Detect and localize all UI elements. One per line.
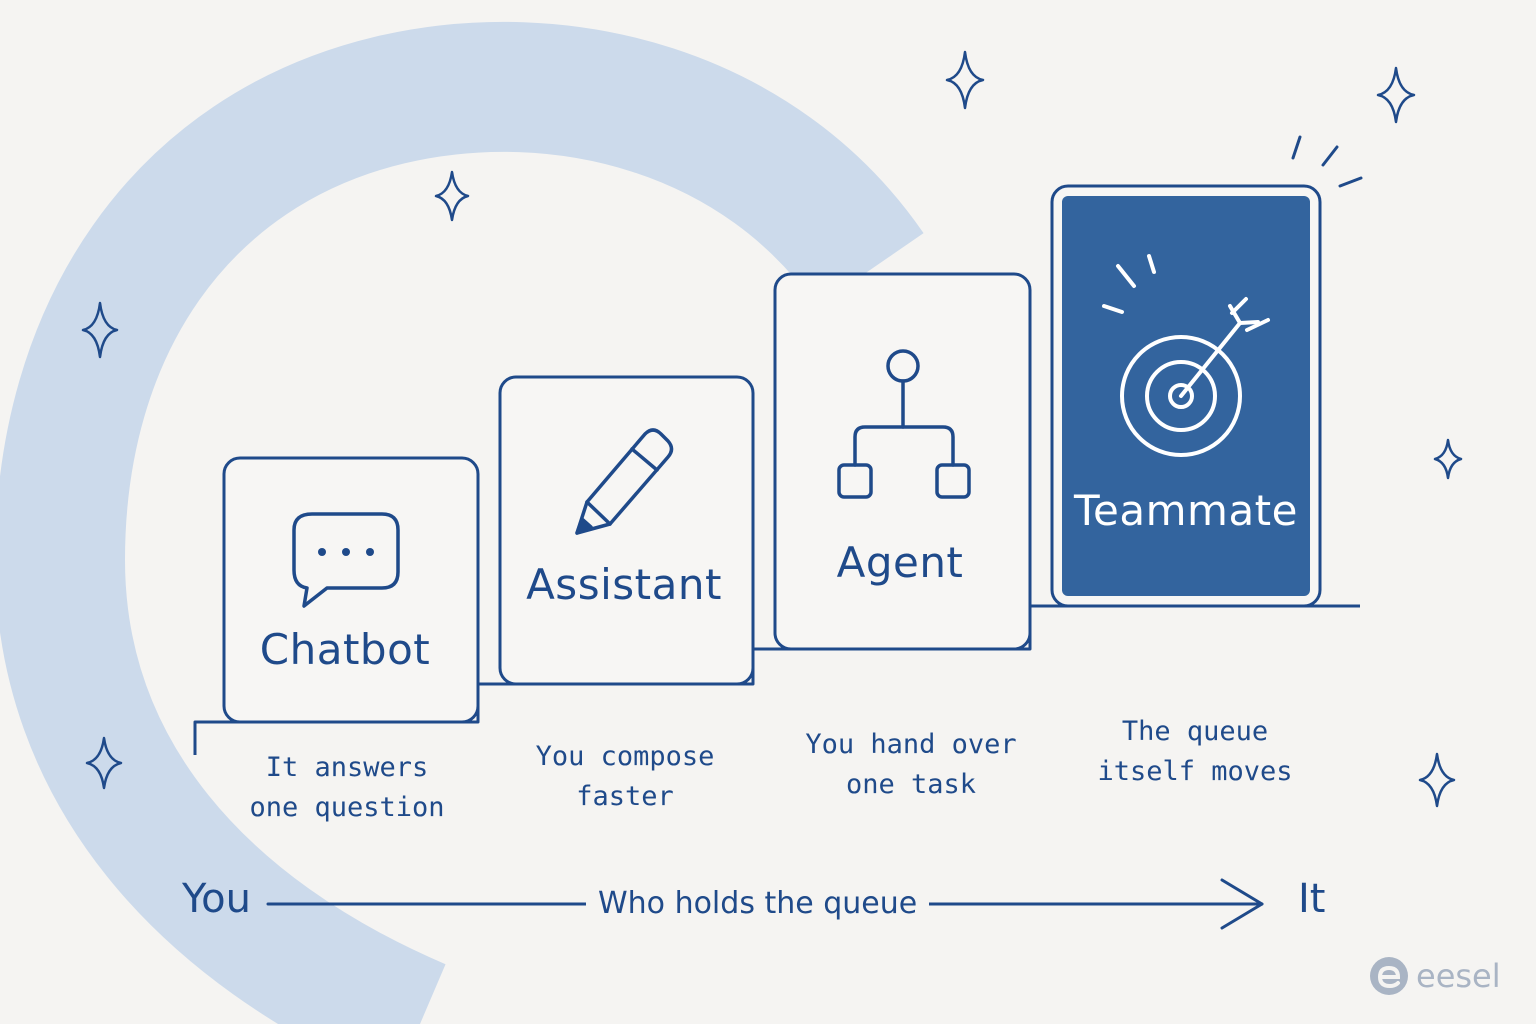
sparkle-icon [81,301,119,359]
burst-lines [1291,135,1363,188]
pencil-icon [575,428,674,535]
sparkle-icon [85,736,123,790]
caption-line: faster [576,781,674,812]
step-label-agent: Agent [836,538,964,587]
caption-line: You compose [535,741,715,772]
step-label-assistant: Assistant [526,560,722,609]
sparkle-group [81,50,1463,808]
sparkle-icon [945,50,985,110]
sparkle-icon [1433,438,1463,480]
axis-start-label: You [182,876,251,922]
background-swoosh [0,21,924,1024]
card-teammate-fill [1062,196,1310,596]
sparkle-icon [434,170,470,222]
eesel-logo: eesel [1368,955,1501,997]
sparkle-icon [1376,66,1416,124]
step-caption-chatbot: It answers one question [249,748,444,828]
caption-line: one task [845,769,977,800]
caption-line: It answers [265,752,429,783]
caption-line: You hand over [805,729,1017,760]
card-agent [773,272,1032,651]
card-chatbot [222,456,480,724]
step-label-chatbot: Chatbot [259,625,431,674]
flowchart-icon [837,349,971,499]
sparkle-icon [1418,752,1456,808]
axis-end-label: It [1298,876,1326,922]
caption-line: itself moves [1097,756,1293,787]
step-label-teammate: Teammate [1074,486,1298,535]
caption-line: one question [249,792,445,823]
step-caption-assistant: You compose faster [536,737,715,817]
axis-title: Who holds the queue [586,886,930,921]
caption-line: The queue [1121,716,1269,747]
step-caption-teammate: The queue itself moves [1097,712,1292,792]
card-assistant [498,375,755,686]
target-arrow-icon [1102,254,1270,457]
chat-bubble-icon [292,512,400,608]
step-caption-agent: You hand over one task [805,725,1016,805]
eesel-logo-icon [1370,957,1408,995]
eesel-logo-text: eesel [1416,957,1501,995]
